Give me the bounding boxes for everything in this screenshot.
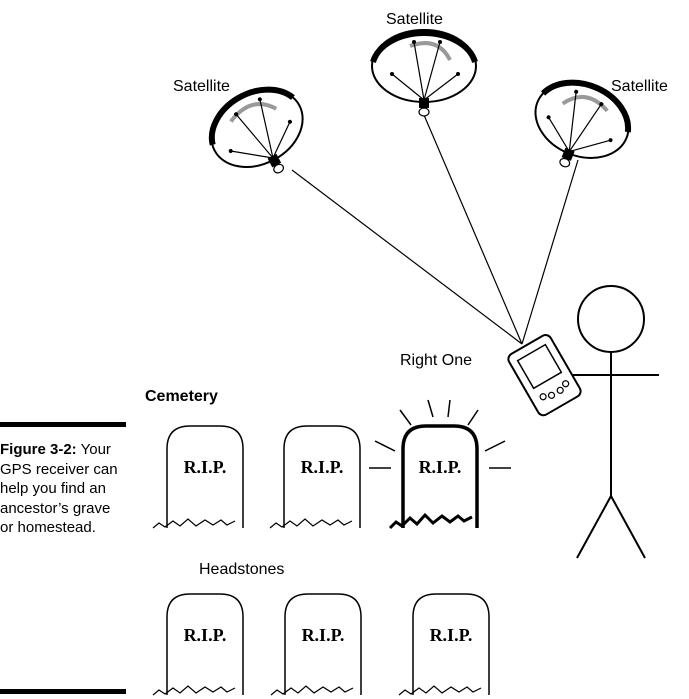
headstone: R.I.P. xyxy=(269,425,361,529)
right-one-label: Right One xyxy=(400,352,472,369)
headstone-text: R.I.P. xyxy=(301,457,344,477)
satellite-right xyxy=(534,79,632,168)
figure-number: Figure 3-2: xyxy=(0,441,77,458)
satellite-left xyxy=(208,86,304,174)
headstone: R.I.P. xyxy=(398,593,490,696)
headstone: R.I.P. xyxy=(152,593,244,696)
glow-rays xyxy=(369,399,511,469)
headstone-text: R.I.P. xyxy=(302,625,345,645)
headstone-text: R.I.P. xyxy=(430,625,473,645)
gps-receiver-icon xyxy=(507,334,582,417)
caption-rule-bottom xyxy=(0,689,126,694)
satellite-label-top: Satellite xyxy=(386,11,443,28)
headstone-text: R.I.P. xyxy=(419,457,462,477)
satellite-label-left: Satellite xyxy=(173,78,230,95)
caption-rule-top xyxy=(0,422,126,427)
signal-line-left xyxy=(291,169,523,345)
headstone: R.I.P. xyxy=(152,425,244,529)
stick-figure xyxy=(553,285,659,559)
caption-text: Your GPS receiver can help you find an a… xyxy=(0,441,118,536)
signal-line-right xyxy=(521,159,579,345)
signal-line-top xyxy=(423,114,523,345)
satellite-label-right: Satellite xyxy=(611,78,668,95)
satellite-top xyxy=(370,29,478,117)
headstone-text: R.I.P. xyxy=(184,625,227,645)
headstone-text: R.I.P. xyxy=(184,457,227,477)
cemetery-label: Cemetery xyxy=(145,388,218,405)
headstone: R.I.P. xyxy=(270,593,362,696)
headstone-highlighted: R.I.P. xyxy=(369,399,511,530)
figure-caption: Figure 3-2: Your GPS receiver can help y… xyxy=(0,422,126,694)
headstones-label: Headstones xyxy=(199,561,284,578)
signal-lines xyxy=(291,114,579,345)
